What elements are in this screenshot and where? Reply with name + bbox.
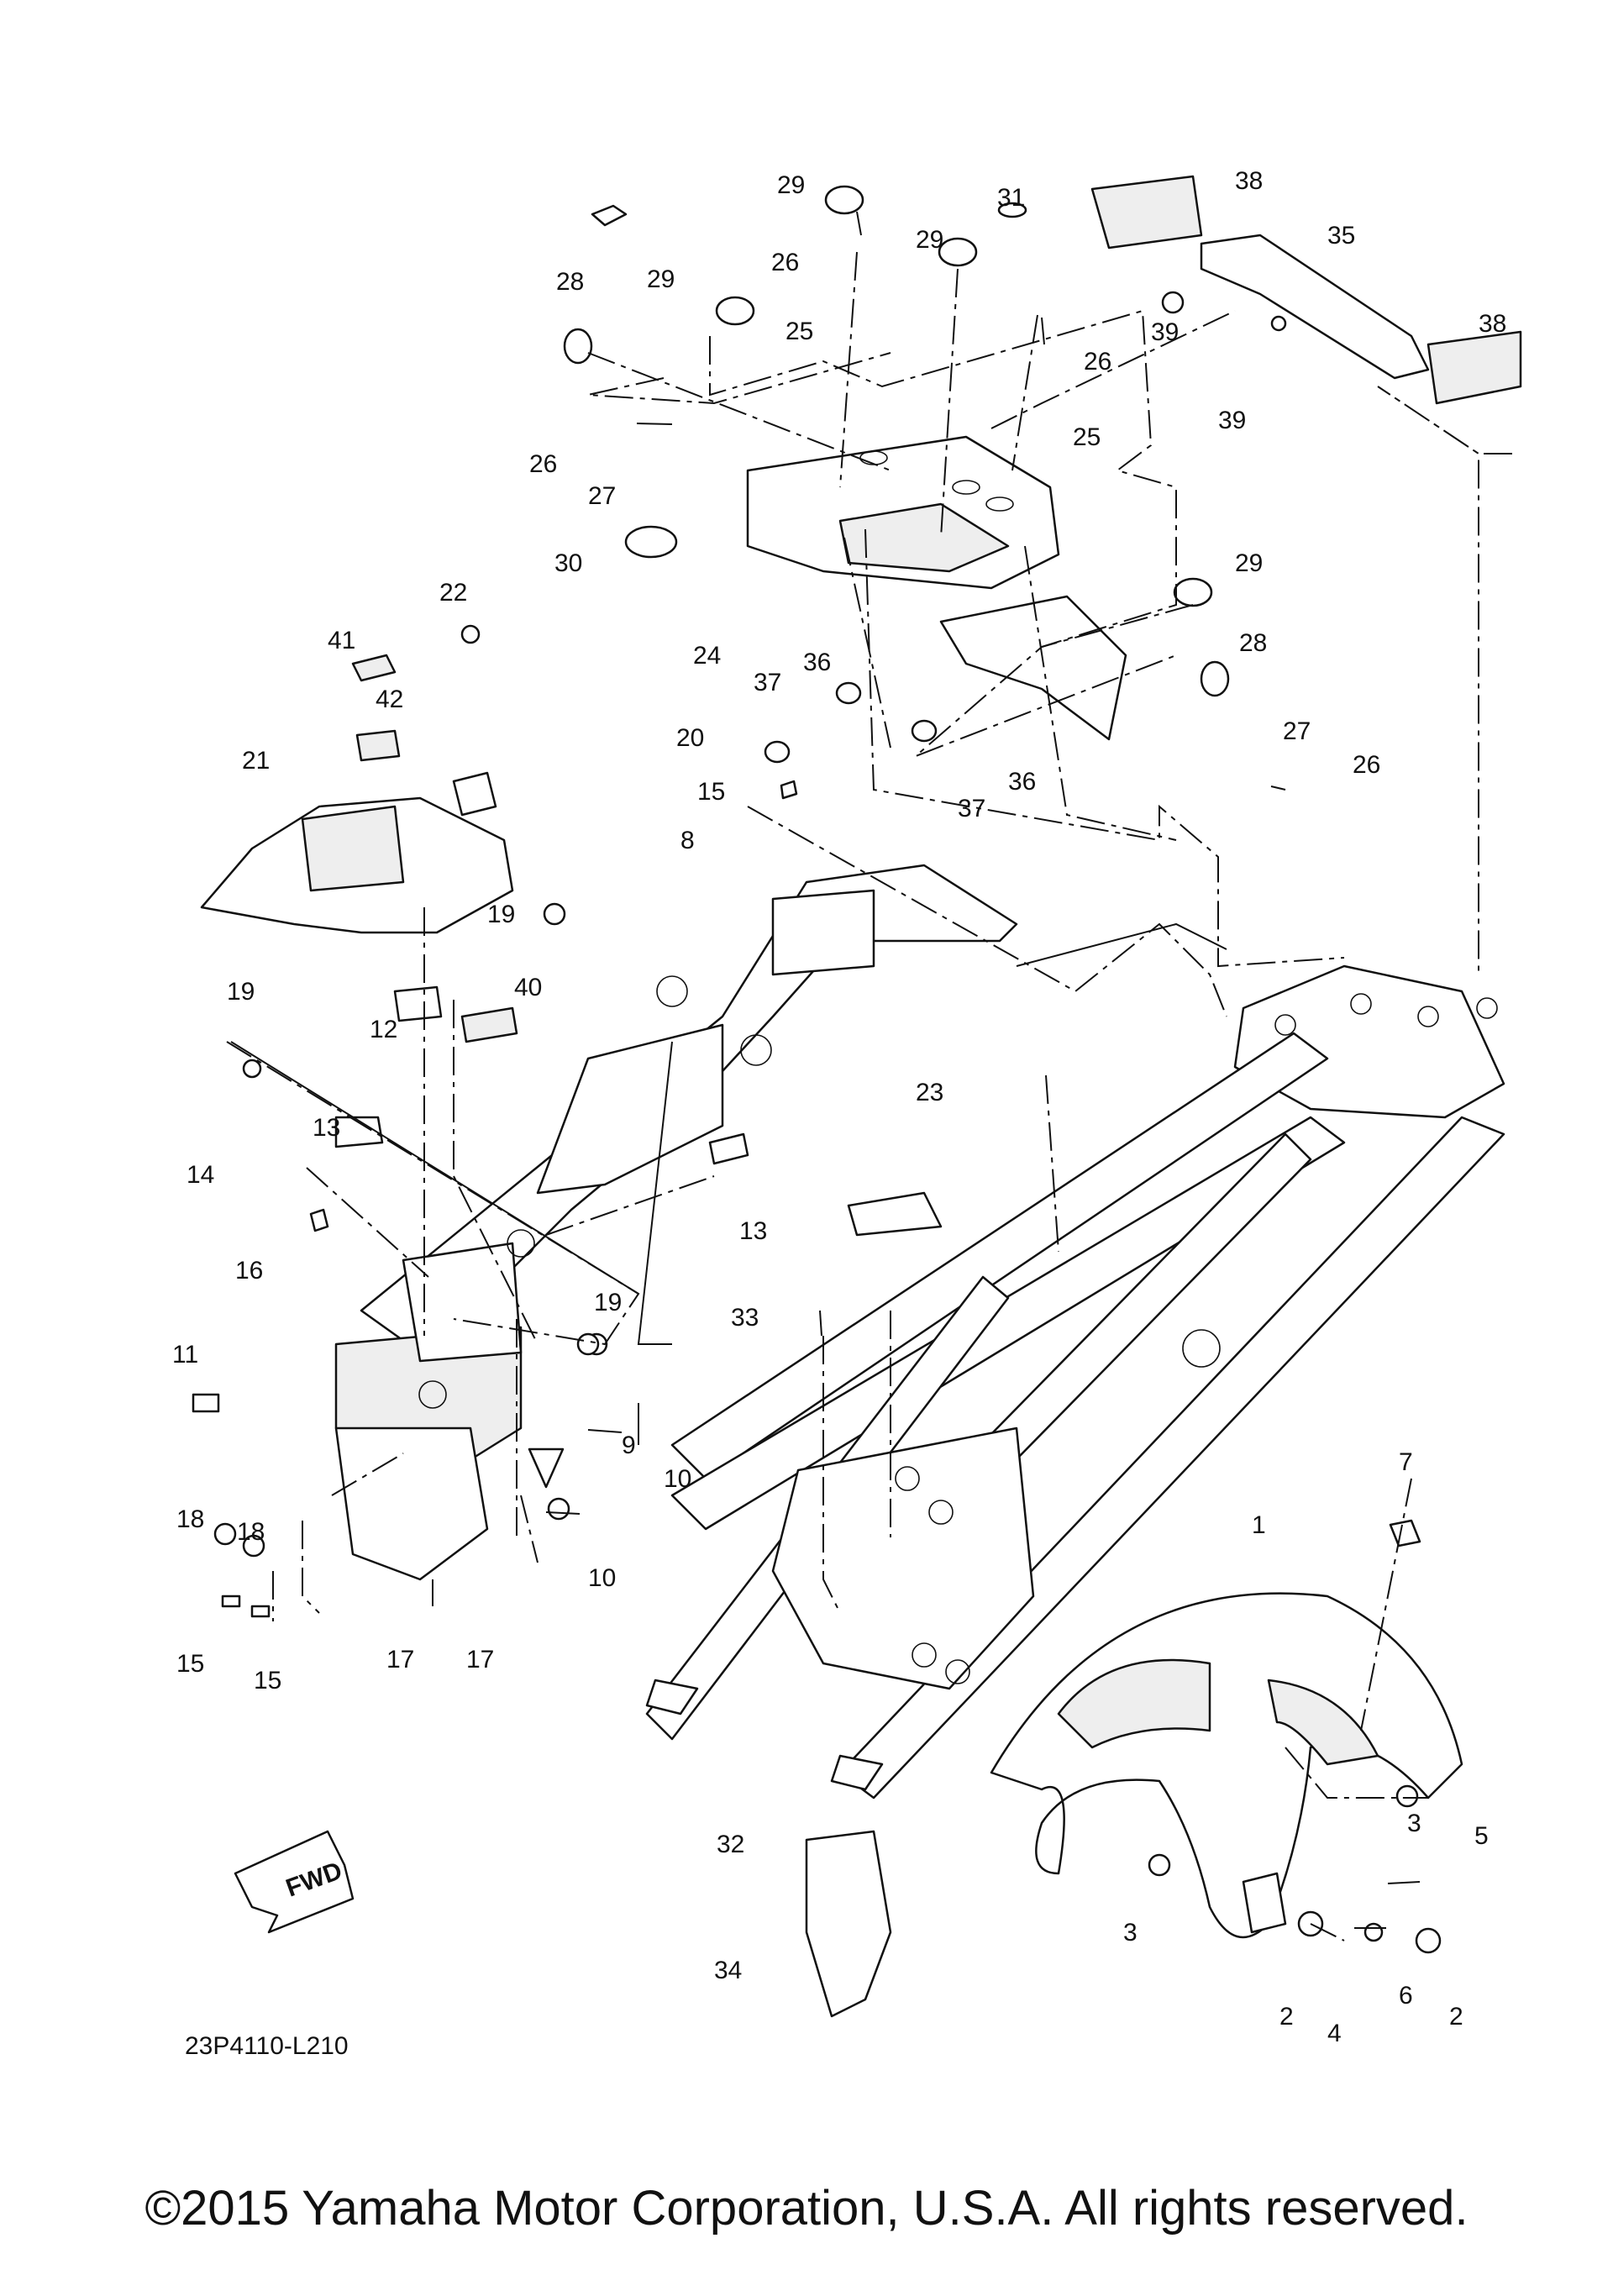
callout-26: 26	[1084, 348, 1111, 376]
callout-36: 36	[1008, 768, 1036, 796]
callout-31: 31	[997, 184, 1025, 212]
callout-16: 16	[235, 1257, 263, 1285]
license-fender-24	[746, 435, 1127, 741]
callout-29: 29	[647, 265, 675, 293]
callout-3: 3	[1123, 1919, 1138, 1947]
callout-18: 18	[176, 1505, 204, 1533]
callout-25: 25	[785, 318, 813, 345]
callout-40: 40	[514, 974, 542, 1001]
callout-27: 27	[1283, 717, 1311, 745]
callout-22: 22	[439, 579, 467, 607]
rear-frame	[645, 964, 1505, 1799]
callout-37: 37	[958, 795, 985, 822]
fwd-arrow-icon: FWD	[234, 1830, 355, 1934]
callout-labels: 1 2 2 3 3 4 5 6 7 8 9 10 10 11 12 13 13 …	[172, 167, 1506, 2047]
callout-15: 15	[697, 778, 725, 806]
callout-23: 23	[916, 1079, 943, 1106]
callout-37: 37	[754, 669, 781, 696]
callout-29: 29	[777, 171, 805, 199]
rear-fender-8	[334, 864, 1018, 1581]
callout-9: 9	[622, 1432, 636, 1459]
callout-7: 7	[1399, 1448, 1413, 1476]
callout-13: 13	[313, 1114, 340, 1142]
callout-2: 2	[1279, 2003, 1294, 2031]
callout-21: 21	[242, 747, 270, 775]
callout-29: 29	[916, 226, 943, 254]
callout-10: 10	[664, 1465, 691, 1493]
callout-6: 6	[1399, 1982, 1413, 2010]
callout-33: 33	[731, 1304, 759, 1332]
tail-bracket-21	[200, 771, 514, 934]
callout-38: 38	[1479, 310, 1506, 338]
callout-26: 26	[529, 450, 557, 478]
callout-34: 34	[714, 1957, 742, 1984]
callout-8: 8	[680, 827, 695, 854]
callout-26: 26	[771, 249, 799, 276]
callout-30: 30	[554, 549, 582, 577]
leader-lines	[226, 251, 1512, 1941]
callout-28: 28	[1239, 629, 1267, 657]
callout-11: 11	[172, 1341, 198, 1369]
callout-26: 26	[1353, 751, 1380, 779]
callout-15: 15	[254, 1667, 281, 1694]
callout-38: 38	[1235, 167, 1263, 195]
callout-17: 17	[466, 1646, 494, 1673]
callout-10: 10	[588, 1564, 616, 1592]
callout-18: 18	[237, 1518, 265, 1546]
callout-12: 12	[370, 1016, 397, 1043]
callout-42: 42	[376, 686, 403, 713]
callout-39: 39	[1218, 407, 1246, 434]
callout-14: 14	[187, 1161, 214, 1189]
license-bracket-35	[591, 175, 1522, 405]
callout-1: 1	[1252, 1511, 1266, 1539]
callout-25: 25	[1073, 423, 1101, 451]
callout-2: 2	[1449, 2003, 1463, 2031]
callout-19: 19	[227, 978, 255, 1006]
callout-24: 24	[693, 642, 721, 670]
callout-17: 17	[386, 1646, 414, 1673]
callout-20: 20	[676, 724, 704, 752]
copyright-footer: ©2015 Yamaha Motor Corporation, U.S.A. A…	[144, 2181, 1469, 2236]
callout-36: 36	[803, 649, 831, 676]
callout-4: 4	[1327, 2020, 1342, 2047]
callout-27: 27	[588, 482, 616, 510]
callout-3: 3	[1407, 1810, 1421, 1837]
front-fender-1	[990, 1592, 1463, 1939]
callout-28: 28	[556, 268, 584, 296]
callout-29: 29	[1235, 549, 1263, 577]
callout-13: 13	[739, 1217, 767, 1245]
callout-19: 19	[487, 901, 515, 928]
callout-19: 19	[594, 1289, 622, 1316]
callout-5: 5	[1474, 1822, 1489, 1850]
callout-39: 39	[1151, 318, 1179, 346]
callout-32: 32	[717, 1831, 744, 1858]
callout-41: 41	[328, 627, 355, 654]
small-parts	[192, 185, 1442, 1954]
callout-35: 35	[1327, 222, 1355, 250]
mud-flap-32	[805, 1830, 892, 2018]
callout-15: 15	[176, 1650, 204, 1678]
diagram-code: 23P4110-L210	[185, 2032, 349, 2060]
